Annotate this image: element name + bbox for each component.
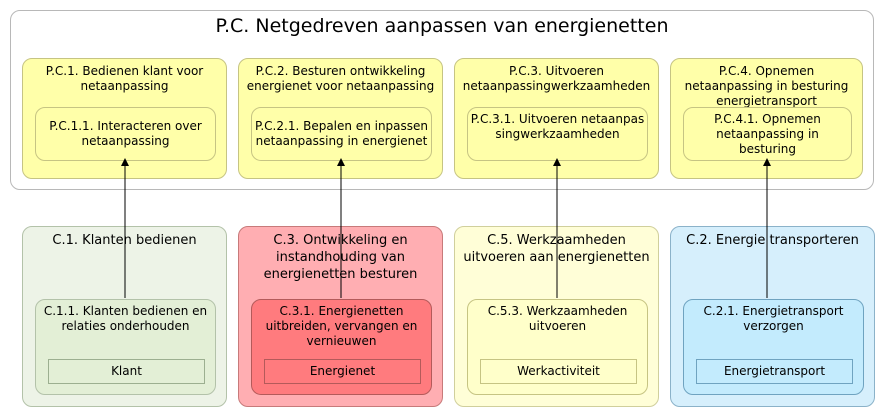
process-pc3-1-label: P.C.3.1. Uitvoeren netaanpassingwerkzaam… [470,112,645,141]
capability-c2-1[interactable]: C.2.1. Energietransport verzorgen Energi… [683,299,864,395]
process-pc3-1[interactable]: P.C.3.1. Uitvoeren netaanpassingwerkzaam… [467,107,648,161]
process-pc4-1[interactable]: P.C.4.1. Opnemen netaanpassing in bestur… [683,107,852,161]
process-pc3-title: P.C.3. Uitvoeren netaanpassingwerkzaamhe… [462,64,651,93]
capability-c1[interactable]: C.1. Klanten bedienen C.1.1. Klanten bed… [22,226,227,407]
process-pc2-1-label: P.C.2.1. Bepalen en inpassen netaanpassi… [255,119,429,148]
process-pc3[interactable]: P.C.3. Uitvoeren netaanpassingwerkzaamhe… [454,58,659,179]
capability-c1-1-label: C.1.1. Klanten bedienen en relaties onde… [43,304,208,333]
capability-c2-title: C.2. Energie transporteren [686,233,859,248]
process-pc1-title: P.C.1. Bedienen klant voor netaanpassing [45,64,204,93]
capability-c2[interactable]: C.2. Energie transporteren C.2.1. Energi… [670,226,875,407]
capability-c3-title: C.3. Ontwikkeling en instandhouding van … [263,233,418,282]
capability-c5[interactable]: C.5. Werkzaamheden uitvoeren aan energie… [454,226,659,407]
process-pc2-1[interactable]: P.C.2.1. Bepalen en inpassen netaanpassi… [251,107,432,161]
process-pc4-title: P.C.4. Opnemen netaanpassing in besturin… [684,64,849,108]
capability-c3[interactable]: C.3. Ontwikkeling en instandhouding van … [238,226,443,407]
capability-c3-1[interactable]: C.3.1. Energienetten uitbreiden, vervang… [251,299,432,395]
data-object-energienet-label: Energienet [309,364,376,378]
capability-c5-3[interactable]: C.5.3. Werkzaamheden uitvoeren Werkactiv… [467,299,648,395]
process-pc4-1-label: P.C.4.1. Opnemen netaanpassing in bestur… [714,112,821,156]
data-object-klant[interactable]: Klant [48,359,205,384]
data-object-werkactiviteit[interactable]: Werkactiviteit [480,359,637,384]
capability-c2-1-label: C.2.1. Energietransport verzorgen [703,304,844,333]
process-group-title: P.C. Netgedreven aanpassen van energiene… [215,15,669,37]
capability-c3-1-label: C.3.1. Energienetten uitbreiden, vervang… [265,304,418,348]
data-object-klant-label: Klant [111,364,142,378]
data-object-werkactiviteit-label: Werkactiviteit [517,364,600,378]
process-pc2-title: P.C.2. Besturen ontwikkeling energienet … [246,64,435,93]
data-object-energienet[interactable]: Energienet [264,359,421,384]
capability-c1-1[interactable]: C.1.1. Klanten bedienen en relaties onde… [35,299,216,395]
data-object-energietransport-label: Energietransport [723,364,826,378]
capability-c5-3-label: C.5.3. Werkzaamheden uitvoeren [487,304,628,333]
data-object-energietransport[interactable]: Energietransport [696,359,853,384]
process-pc1-1-label: P.C.1.1. Interacteren over netaanpassing [49,119,202,148]
process-pc1[interactable]: P.C.1. Bedienen klant voor netaanpassing… [22,58,227,179]
